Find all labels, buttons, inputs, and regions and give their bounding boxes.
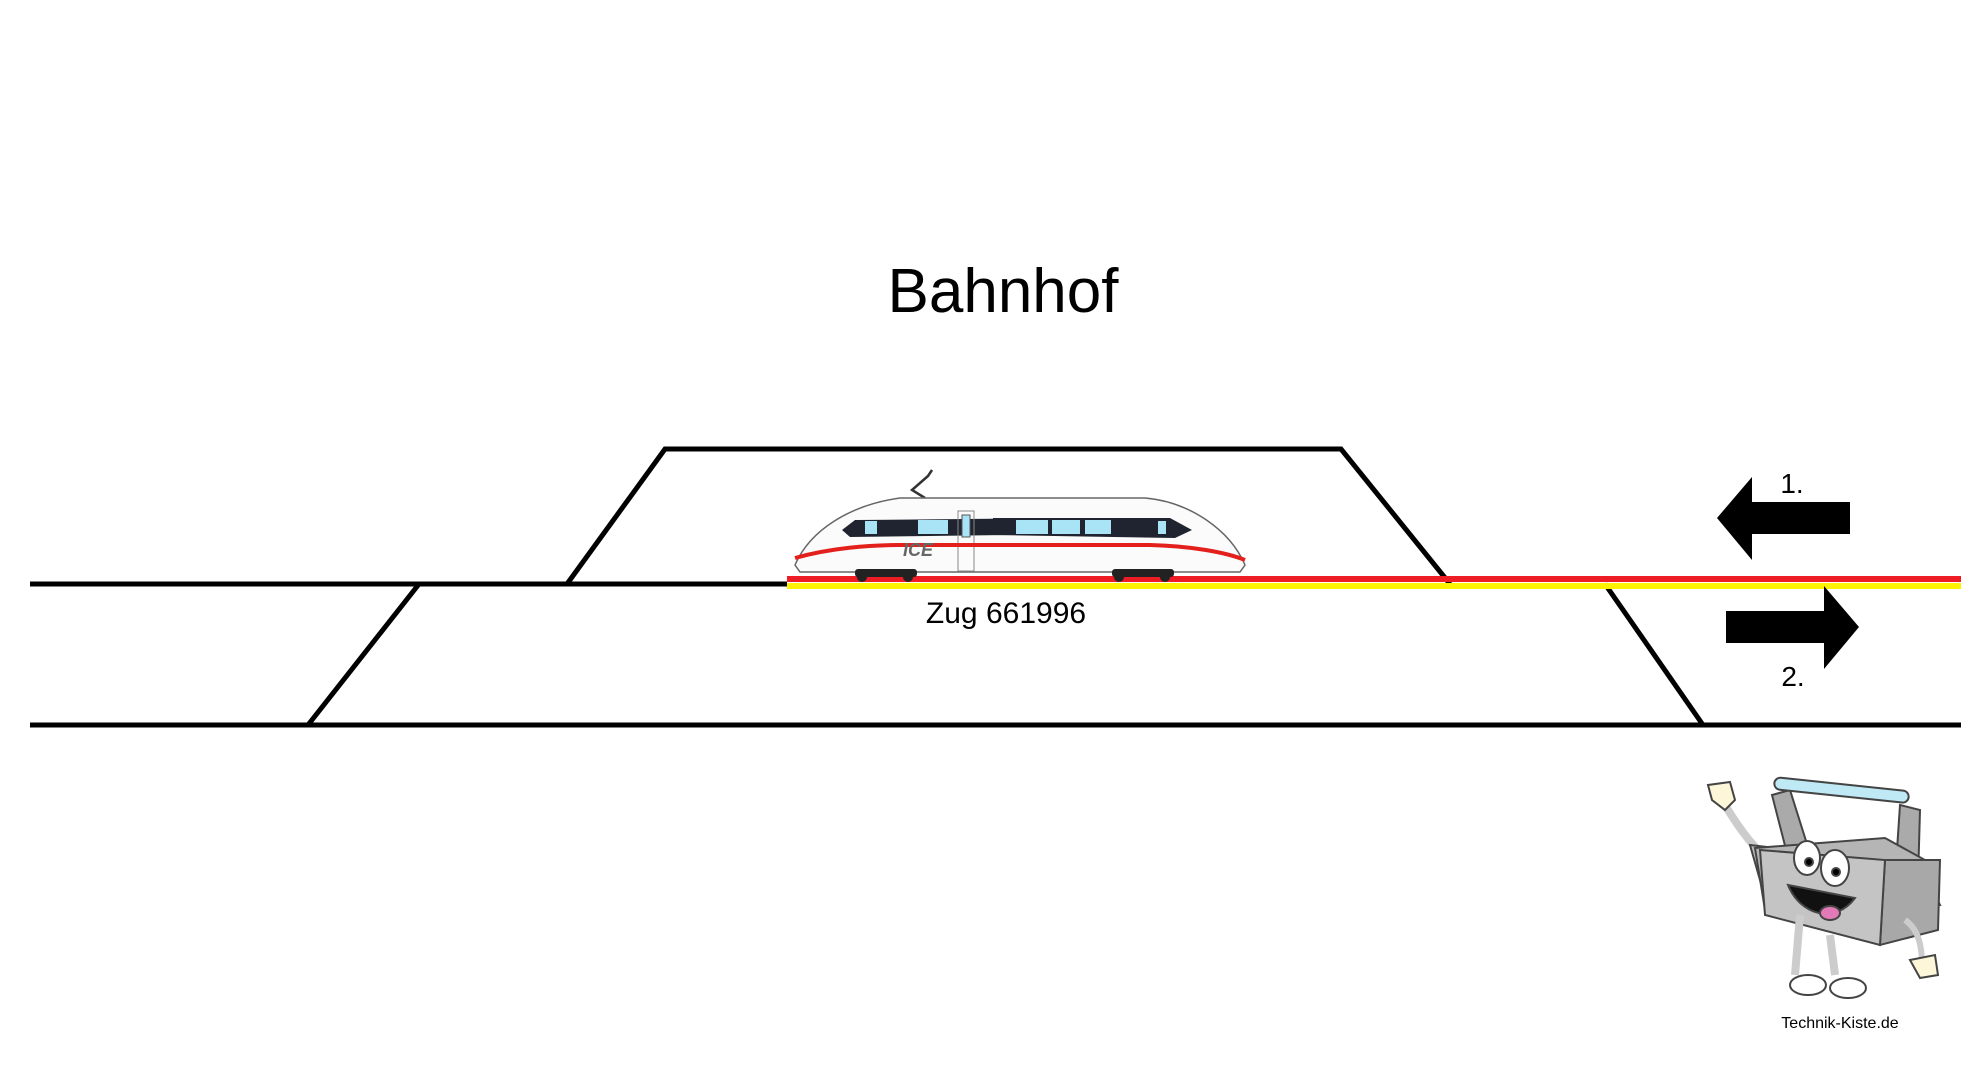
arrow-1-label: 1. <box>1780 468 1803 499</box>
track-layout <box>30 446 1961 728</box>
lower-platform-left <box>306 582 421 727</box>
train-label: Zug 661996 <box>926 597 1086 630</box>
diagram-title: Bahnhof <box>888 257 1120 326</box>
pantograph-icon <box>909 469 934 500</box>
arrow-right-icon <box>1726 586 1859 669</box>
ice-train: ICE <box>794 469 1246 582</box>
route-highlight <box>787 576 1961 589</box>
toolbox-mascot-icon <box>1706 776 1942 999</box>
arrow-left-icon <box>1717 477 1850 560</box>
lower-platform-right <box>1602 582 1706 727</box>
branding-text: Technik-Kiste.de <box>1781 1015 1898 1032</box>
platform-outline <box>564 446 1452 586</box>
arrow-2-label: 2. <box>1781 661 1804 692</box>
ice-logo: ICE <box>903 540 934 560</box>
